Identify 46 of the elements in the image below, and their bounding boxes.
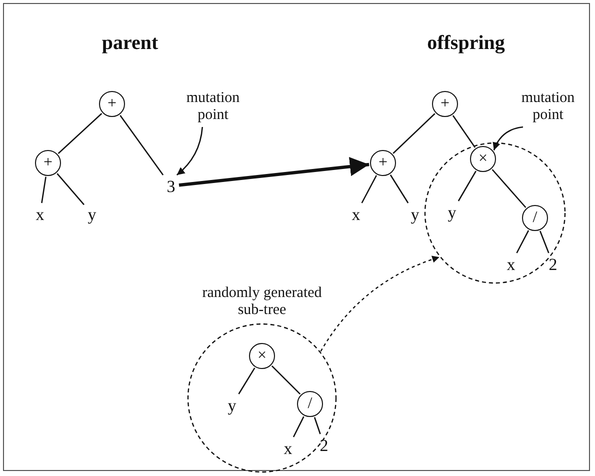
- branch-line: [292, 416, 304, 438]
- annotation-text: mutation point: [516, 88, 580, 126]
- dashed-circle: [425, 143, 565, 283]
- branch-line: [41, 176, 46, 204]
- operator-node: +: [370, 150, 396, 176]
- operator-node: +: [432, 91, 458, 117]
- leaf-text: 3: [164, 176, 178, 196]
- tree-heading: offspring: [427, 32, 505, 55]
- branch-line: [458, 170, 476, 202]
- leaf-text: x: [349, 204, 363, 224]
- branch-line: [392, 113, 436, 154]
- leaf-text: 2: [317, 435, 331, 455]
- annotation-text: mutation point: [181, 88, 245, 126]
- dashed-arrow: [320, 256, 440, 352]
- dashed-circle: [188, 285, 336, 472]
- branch-line: [314, 417, 321, 434]
- leaf-text: x: [33, 204, 47, 224]
- arrow: [493, 126, 524, 150]
- leaf-text: 2: [546, 254, 560, 274]
- branch-line: [58, 113, 102, 154]
- branch-line: [452, 115, 476, 148]
- tree-heading: parent: [102, 32, 158, 55]
- leaf-text: y: [85, 204, 99, 224]
- leaf-text: x: [281, 438, 295, 458]
- leaf-text: y: [225, 395, 239, 415]
- arrow: [176, 126, 204, 176]
- branch-line: [540, 230, 550, 254]
- branch-line: [238, 368, 256, 394]
- branch-line: [516, 230, 530, 254]
- operator-node: ×: [470, 146, 496, 172]
- leaf-text: x: [504, 254, 518, 274]
- operator-node: /: [522, 205, 548, 231]
- operator-node: +: [35, 150, 61, 176]
- branch-line: [390, 174, 409, 204]
- circle-caption: randomly generated sub-tree: [201, 285, 323, 320]
- branch-line: [120, 114, 164, 176]
- operator-node: +: [99, 91, 125, 117]
- operator-node: ×: [249, 343, 275, 369]
- branch-line: [271, 365, 301, 395]
- branch-line: [361, 175, 378, 204]
- arrow: [178, 157, 370, 187]
- operator-node: /: [297, 391, 323, 417]
- branch-line: [56, 173, 84, 206]
- branch-line: [492, 169, 526, 208]
- leaf-text: y: [445, 202, 459, 222]
- leaf-text: y: [408, 204, 422, 224]
